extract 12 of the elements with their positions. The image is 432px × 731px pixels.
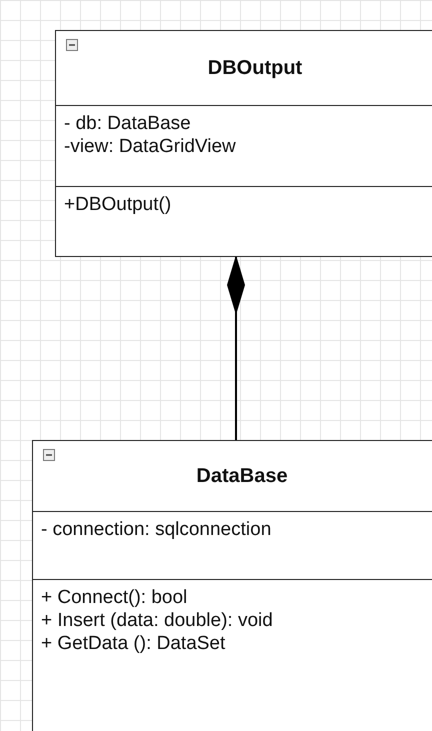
class-name: DataBase <box>196 464 288 488</box>
attribute-text: - connection: sqlconnection <box>41 518 272 541</box>
method-text: + Insert (data: double): void <box>41 609 274 632</box>
attribute-text: - db: DataBase <box>64 112 192 135</box>
method-text: + GetData (): DataSet <box>41 632 226 655</box>
attribute-text: -view: DataGridView <box>64 135 237 158</box>
class-box <box>55 30 432 257</box>
class-name: DBOutput <box>208 56 302 80</box>
method-text: +DBOutput() <box>64 193 172 216</box>
method-text: + Connect(): bool <box>41 586 188 609</box>
class-box <box>32 440 432 731</box>
composition-connector <box>227 255 245 440</box>
